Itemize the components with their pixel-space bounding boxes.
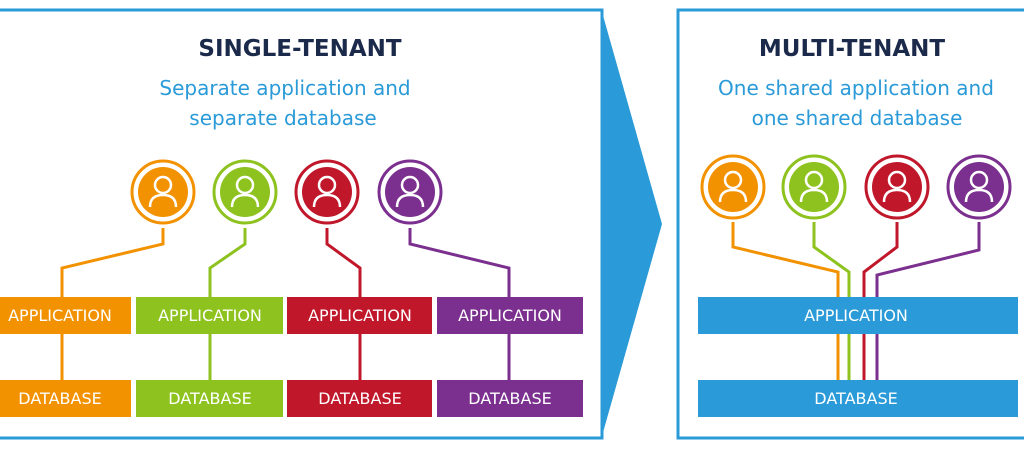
user-icon [946,154,1012,220]
application-box-orange [0,297,131,334]
single-tenant-panel [0,8,604,440]
application-box-green [136,297,283,334]
application-label: APPLICATION [804,306,908,325]
application-label: APPLICATION [458,306,562,325]
connector-line-orange [60,228,165,298]
user-icon [130,159,196,225]
database-label: DATABASE [468,389,551,408]
connector-line-purple [408,228,511,298]
database-label: DATABASE [18,389,101,408]
user-icon [864,154,930,220]
single-tenant-subtitle-line1: Separate application and [159,76,410,100]
shared-application-box [698,297,1018,334]
user-icon [700,154,766,220]
database-label: DATABASE [814,389,897,408]
multi-tenant-title: MULTI-TENANT [759,36,946,62]
application-box-red [287,297,432,334]
multi-tenant-subtitle-line1: One shared application and [718,76,994,100]
multi-tenant-subtitle-line2: one shared database [752,106,963,130]
connector-line-red [325,228,362,298]
application-box-purple [437,297,583,334]
application-label: APPLICATION [158,306,262,325]
database-box-purple [437,380,583,417]
single-tenant-subtitle-line2: separate database [189,106,376,130]
application-label: APPLICATION [8,306,112,325]
database-box-orange [0,380,131,417]
single-tenant-title: SINGLE-TENANT [198,36,401,62]
database-label: DATABASE [168,389,251,408]
user-icon [212,159,278,225]
database-box-red [287,380,432,417]
multi-tenant-panel [676,8,1024,440]
database-box-green [136,380,283,417]
user-icon [377,159,443,225]
user-icon [294,159,360,225]
connector-line-green [208,228,247,298]
application-label: APPLICATION [308,306,412,325]
arrow-right-icon [602,12,662,436]
user-icon [781,154,847,220]
shared-database-box [698,380,1018,417]
database-label: DATABASE [318,389,401,408]
